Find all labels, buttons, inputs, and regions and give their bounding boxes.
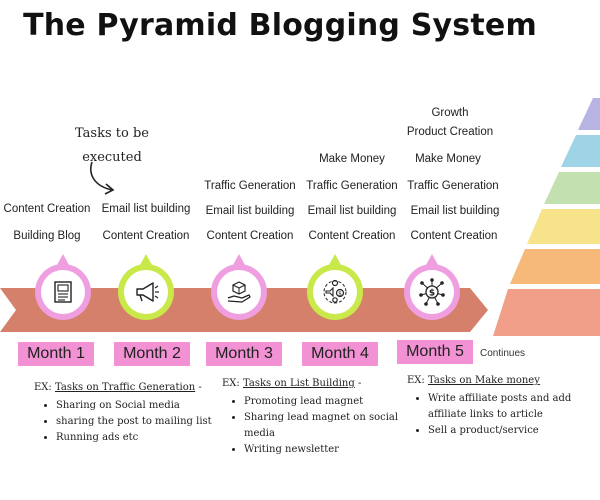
svg-text:$: $ <box>338 291 342 298</box>
example-3-heading: EX: Tasks on Make money <box>407 375 540 386</box>
pyramid-tier-5 <box>510 249 600 284</box>
task-m4-1: Make Money <box>319 153 385 165</box>
example-1-heading: EX: Tasks on Traffic Generation - <box>34 382 202 393</box>
task-m2-2: Content Creation <box>102 230 190 242</box>
list-item: Sharing on Social media <box>56 398 236 414</box>
pyramid-tier-6 <box>493 289 600 336</box>
task-m5-3: Make Money <box>415 153 481 165</box>
month-2-label: Month 2 <box>114 342 190 366</box>
month-4-circle: $ <box>307 264 363 320</box>
example-2-list: Promoting lead magnet Sharing lead magne… <box>228 394 416 458</box>
task-m3-2: Email list building <box>205 205 295 217</box>
month-3-circle <box>211 264 267 320</box>
example-1-suffix: - <box>195 382 202 393</box>
list-item: Running ads etc <box>56 430 236 446</box>
task-m5-6: Content Creation <box>410 230 498 242</box>
list-item: Write affiliate posts and add affiliate … <box>428 391 600 423</box>
example-3-title: Tasks on Make money <box>427 375 540 386</box>
task-m3-3: Content Creation <box>206 230 294 242</box>
example-1-list: Sharing on Social media sharing the post… <box>40 398 236 446</box>
task-m5-4: Traffic Generation <box>407 180 499 192</box>
task-m4-3: Email list building <box>307 205 397 217</box>
task-m2-1: Email list building <box>101 203 191 215</box>
continues-label: Continues <box>480 348 526 359</box>
task-m1-1: Content Creation <box>3 203 91 215</box>
hand-box-icon <box>227 281 251 303</box>
task-m5-5: Email list building <box>410 205 500 217</box>
example-3-list: Write affiliate posts and add affiliate … <box>412 391 600 439</box>
task-m5-1: Growth <box>431 107 469 119</box>
megaphone-icon <box>136 282 159 302</box>
list-item: Promoting lead magnet <box>244 394 416 410</box>
list-item: Sell a product/service <box>428 423 600 439</box>
month-2-circle <box>118 264 174 320</box>
task-m5-2: Product Creation <box>406 126 494 138</box>
note-line-1: Tasks to be <box>75 126 149 141</box>
month-1-label: Month 1 <box>18 342 94 366</box>
list-item: Writing newsletter <box>244 442 416 458</box>
svg-text:$: $ <box>429 289 435 299</box>
example-2-suffix: - <box>354 378 362 389</box>
list-item: Sharing lead magnet on social media <box>244 410 416 442</box>
month-1-circle <box>35 264 91 320</box>
example-1-prefix: EX: <box>34 382 52 393</box>
money-network-icon: $ <box>323 279 347 304</box>
month-3-label: Month 3 <box>206 342 282 366</box>
task-m4-4: Content Creation <box>308 230 396 242</box>
month-4-label: Month 4 <box>302 342 378 366</box>
blog-page-icon <box>54 281 72 303</box>
list-item: sharing the post to mailing list <box>56 414 236 430</box>
pyramid-tier-1 <box>578 98 600 130</box>
dollar-network-icon: $ <box>419 278 445 306</box>
example-3-prefix: EX: <box>407 375 425 386</box>
task-m1-2: Building Blog <box>13 230 81 242</box>
circle-pointers <box>57 254 438 265</box>
note-line-2: executed <box>82 150 142 165</box>
month-5-label: Month 5 <box>397 340 473 364</box>
month-5-circle: $ <box>404 264 460 320</box>
example-1-title: Tasks on Traffic Generation <box>54 382 196 393</box>
pyramid-tier-3 <box>544 172 600 204</box>
example-2-prefix: EX: <box>222 378 240 389</box>
page-title: The Pyramid Blogging System <box>23 8 537 43</box>
pyramid-tier-4 <box>527 209 600 244</box>
pyramid-tier-2 <box>561 135 600 167</box>
example-2-heading: EX: Tasks on List Building - <box>222 378 361 389</box>
tasks-note: Tasks to be executed <box>72 122 152 170</box>
curved-arrow-icon <box>90 161 115 195</box>
example-2-title: Tasks on List Building <box>242 378 355 389</box>
task-m3-1: Traffic Generation <box>204 180 296 192</box>
task-m4-2: Traffic Generation <box>306 180 398 192</box>
